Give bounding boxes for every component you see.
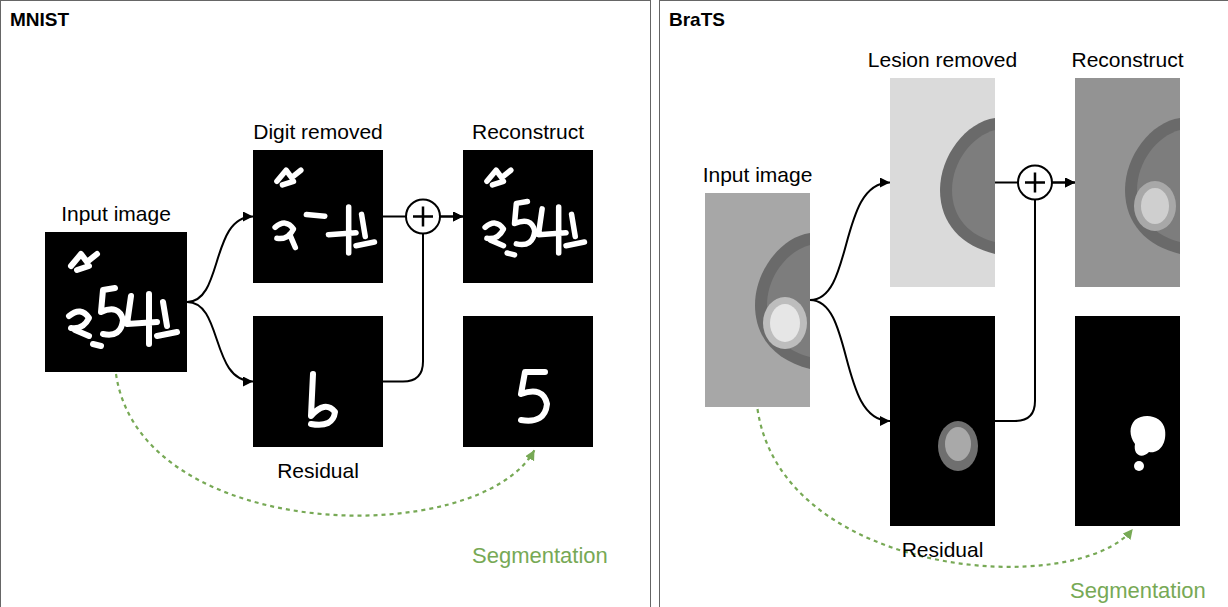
image-caption: Reconstruct xyxy=(1071,48,1183,72)
image-caption: Residual xyxy=(277,459,359,483)
arrow-connector xyxy=(810,183,890,301)
image-caption: Digit removed xyxy=(253,120,383,144)
arrow-connector xyxy=(995,183,1075,422)
image-caption: Input image xyxy=(703,163,813,187)
arrow-connector xyxy=(187,302,253,382)
image-area xyxy=(45,232,187,372)
image-tile: Reconstruct xyxy=(463,120,593,283)
image-area xyxy=(253,150,383,283)
sum-symbol xyxy=(406,200,440,234)
arrow-connector xyxy=(810,300,890,421)
image-area xyxy=(705,193,810,407)
image-tile: Lesion removed xyxy=(868,48,1017,287)
arrow-connector xyxy=(383,217,463,382)
panel-frame: MNIST Input image Digit removed Reconstruct… xyxy=(0,0,651,607)
edge-label: Segmentation xyxy=(470,543,610,569)
dashed-connector xyxy=(116,374,535,516)
image-area xyxy=(253,316,383,447)
panel-title: MNIST xyxy=(10,9,69,31)
image-area xyxy=(463,150,593,283)
image-area xyxy=(1075,316,1180,526)
image-tile xyxy=(1075,316,1180,526)
image-tile xyxy=(463,316,593,447)
dashed-connector xyxy=(758,409,1133,567)
image-tile: Digit removed xyxy=(253,120,383,283)
image-tile: Input image xyxy=(45,202,187,372)
sum-symbol xyxy=(1018,166,1052,200)
image-area xyxy=(463,316,593,447)
image-caption: Input image xyxy=(61,202,171,226)
edge-label: Segmentation xyxy=(1068,578,1208,604)
image-area xyxy=(890,316,995,526)
image-caption: Reconstruct xyxy=(472,120,584,144)
image-caption: Residual xyxy=(902,538,984,562)
image-tile: Residual xyxy=(253,316,383,483)
image-tile: Residual xyxy=(890,316,995,562)
image-tile: Reconstruct xyxy=(1071,48,1183,287)
image-area xyxy=(890,78,995,287)
panel-title: BraTS xyxy=(669,9,725,31)
arrow-connector xyxy=(187,217,253,303)
image-tile: Input image xyxy=(703,163,813,407)
panel-frame: BraTS Input image Lesion removed Reconstruc… xyxy=(659,0,1228,607)
image-area xyxy=(1075,78,1180,287)
image-caption: Lesion removed xyxy=(868,48,1017,72)
